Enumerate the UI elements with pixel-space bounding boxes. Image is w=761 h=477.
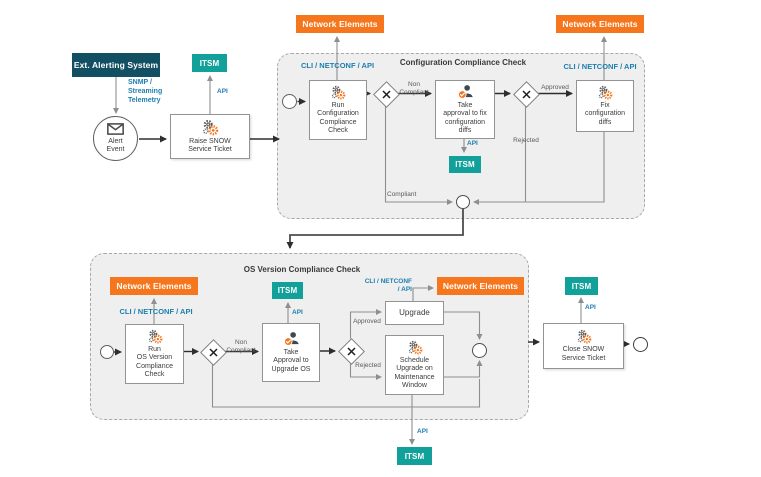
os-container-title: OS Version Compliance Check — [243, 265, 361, 274]
gears-icon — [596, 85, 614, 101]
x-gateway-4 — [338, 338, 365, 365]
merge-event-os — [472, 343, 487, 358]
itsm-box-schedule: ITSM — [397, 447, 432, 465]
cli-netconf-api-label-3: CLI / NETCONF / API — [119, 307, 193, 316]
non-compliant-label-1: Non Compliant — [399, 81, 429, 96]
run-config-check-task: Run Configuration Compliance Check — [309, 80, 367, 140]
itsm-label: ITSM — [455, 160, 475, 169]
upgrade-label: Upgrade — [399, 307, 430, 317]
close-snow-ticket-label: Close SNOW Service Ticket — [561, 346, 606, 362]
network-elements-box-1: Network Elements — [296, 15, 384, 33]
edge-schedule-to-merge — [442, 360, 483, 378]
itsm-box-raise: ITSM — [192, 54, 227, 72]
network-elements-box-2: Network Elements — [556, 15, 644, 33]
network-elements-box-4: Network Elements — [437, 277, 524, 295]
edge-approved-to-upgrade — [349, 309, 382, 339]
network-elements-label: Network Elements — [442, 281, 519, 291]
approved-label-2: Approved — [353, 318, 381, 325]
itsm-label: ITSM — [404, 451, 425, 461]
itsm-label: ITSM — [199, 58, 220, 68]
ext-alerting-system-label: Ext. Alerting System — [73, 60, 159, 70]
gears-icon — [329, 85, 347, 101]
gears-icon — [200, 119, 220, 137]
itsm-label: ITSM — [277, 286, 298, 295]
merge-event-config — [456, 195, 470, 209]
compliant-label-1: Compliant — [387, 191, 417, 198]
gears-icon — [406, 340, 424, 356]
api-label-approval2: API — [292, 309, 303, 316]
alert-event-label: Alert Event — [106, 138, 125, 153]
edge-upgrade-to-network-elements — [412, 285, 434, 301]
schedule-upgrade-label: Schedule Upgrade on Maintenance Window — [394, 356, 435, 390]
itsm-box-approval2: ITSM — [272, 282, 303, 299]
cli-netconf-api-label-4: CLI / NETCONF / API — [364, 278, 412, 293]
non-compliant-label-2: Non Compliant — [226, 339, 256, 354]
run-os-check-task: Run OS Version Compliance Check — [125, 324, 184, 384]
run-config-check-label: Run Configuration Compliance Check — [317, 101, 359, 135]
edge-upgrade-to-merge — [442, 311, 483, 340]
x-gateway-2 — [513, 81, 540, 108]
rejected-label-2: Rejected — [355, 362, 381, 369]
network-elements-box-3: Network Elements — [110, 277, 198, 295]
x-gateway-3 — [200, 339, 227, 366]
close-snow-ticket-task: Close SNOW Service Ticket — [543, 323, 624, 369]
api-label-close: API — [585, 304, 596, 311]
start-event-config — [282, 94, 297, 109]
raise-snow-ticket-label: Raise SNOW Service Ticket — [188, 137, 232, 154]
alert-event-circle: Alert Event — [93, 116, 138, 161]
network-elements-label: Network Elements — [302, 19, 378, 29]
schedule-upgrade-task: Schedule Upgrade on Maintenance Window — [385, 335, 444, 395]
snmp-telemetry-label: SNMP / Streaming Telemetry — [128, 79, 163, 104]
ext-alerting-system-box: Ext. Alerting System — [72, 53, 160, 77]
x-gateway-icon — [209, 348, 218, 357]
config-container-title: Configuration Compliance Check — [399, 58, 527, 67]
api-label-schedule: API — [417, 428, 428, 435]
edge-compliant2-down — [211, 362, 481, 408]
edge-fix-to-merge — [473, 130, 605, 205]
take-approval-fix-label: Take approval to fix configuration diffs — [443, 101, 487, 135]
upgrade-task: Upgrade — [385, 301, 444, 325]
take-approval-fix-task: Take approval to fix configuration diffs — [435, 80, 495, 139]
edge-merge1-to-os-container — [286, 209, 464, 249]
end-event — [633, 337, 648, 352]
network-elements-label: Network Elements — [116, 281, 192, 291]
x-gateway-icon — [522, 90, 531, 99]
x-gateway-icon — [347, 347, 356, 356]
cli-netconf-api-label-1: CLI / NETCONF / API — [300, 61, 375, 70]
edge-rejected-to-schedule — [349, 362, 382, 380]
api-label-raise: API — [217, 88, 228, 95]
start-event-os — [100, 345, 114, 359]
raise-snow-ticket-task: Raise SNOW Service Ticket — [170, 114, 250, 159]
take-approval-upgrade-label: Take Approval to Upgrade OS — [271, 348, 311, 373]
approved-label-1: Approved — [541, 84, 569, 91]
itsm-box-close: ITSM — [565, 277, 598, 295]
itsm-label: ITSM — [571, 281, 592, 291]
api-label-approval1: API — [467, 140, 478, 147]
fix-config-diffs-label: Fix configuration diffs — [584, 101, 626, 126]
gears-icon — [575, 329, 593, 345]
fix-config-diffs-task: Fix configuration diffs — [576, 80, 634, 132]
take-approval-upgrade-task: Take Approval to Upgrade OS — [262, 323, 320, 382]
cli-netconf-api-label-2: CLI / NETCONF / API — [563, 62, 637, 71]
person-check-icon — [455, 84, 475, 101]
edge-compliant-to-merge — [384, 106, 453, 205]
envelope-icon — [107, 123, 124, 138]
network-elements-label: Network Elements — [562, 19, 638, 29]
person-check-icon — [281, 331, 301, 348]
gears-icon — [146, 329, 164, 345]
x-gateway-icon — [382, 90, 391, 99]
itsm-box-approval1: ITSM — [449, 156, 481, 173]
rejected-label-1: Rejected — [513, 137, 539, 144]
run-os-check-label: Run OS Version Compliance Check — [136, 345, 173, 379]
x-gateway-1 — [373, 81, 400, 108]
